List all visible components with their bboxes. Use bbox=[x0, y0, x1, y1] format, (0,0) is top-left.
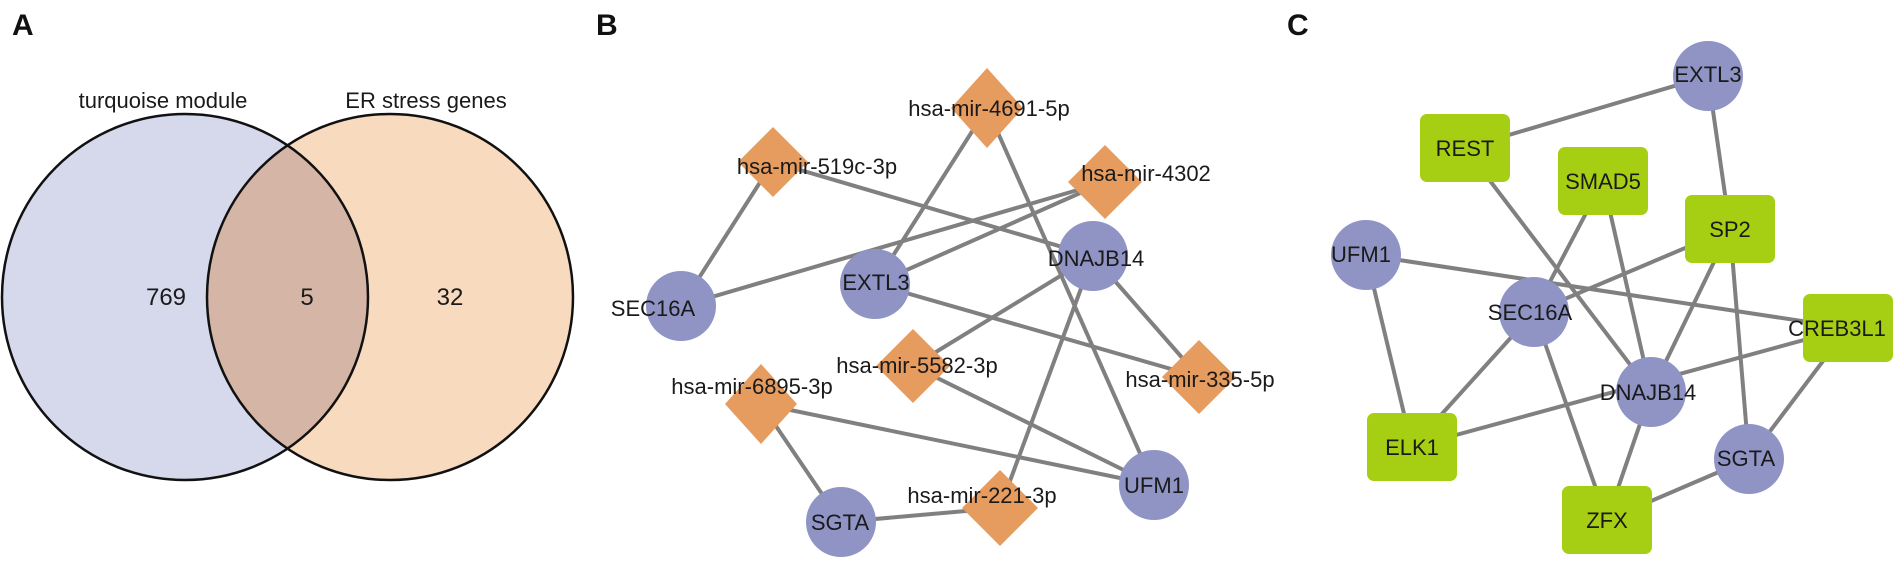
label-dnajb14: DNAJB14 bbox=[1048, 246, 1145, 271]
gene-node-c-sgta bbox=[1714, 424, 1784, 494]
mirna-node-6895-3p bbox=[725, 364, 797, 444]
mirna-node-221-3p bbox=[962, 470, 1038, 546]
edge-mir4302-sec16a bbox=[680, 180, 1106, 308]
label-extl3: EXTL3 bbox=[842, 270, 909, 295]
panel-label-c: C bbox=[1287, 9, 1309, 42]
panel-label-a: A bbox=[12, 9, 34, 42]
mirna-node-519c-3p bbox=[738, 127, 808, 197]
label-c-dnajb14: DNAJB14 bbox=[1600, 380, 1697, 405]
gene-node-c-extl3 bbox=[1673, 41, 1743, 111]
venn-left-set-label: turquoise module bbox=[79, 88, 248, 113]
venn-right-outline bbox=[205, 112, 575, 482]
tf-node-smad5 bbox=[1558, 147, 1648, 215]
panel-label-b: B bbox=[596, 9, 618, 42]
label-mir519c: hsa-mir-519c-3p bbox=[737, 154, 897, 179]
label-mir5582: hsa-mir-5582-3p bbox=[836, 353, 997, 378]
edge-mir4691-ufm1 bbox=[985, 107, 1156, 486]
tf-node-elk1 bbox=[1367, 413, 1457, 481]
network-b-mirna-nodes bbox=[725, 68, 1236, 546]
tf-node-sp2 bbox=[1685, 195, 1775, 263]
mirna-node-4691-5p bbox=[951, 68, 1023, 148]
gene-node-sgta bbox=[806, 487, 876, 557]
edge-sec16a-zfx bbox=[1532, 311, 1609, 521]
label-sgta: SGTA bbox=[811, 510, 870, 535]
edge-sp2-sgta bbox=[1728, 228, 1751, 460]
edge-mir519c-dnajb14 bbox=[772, 160, 1094, 258]
venn-right-set-label: ER stress genes bbox=[345, 88, 506, 113]
gene-node-ufm1 bbox=[1119, 450, 1189, 520]
label-c-zfx: ZFX bbox=[1586, 508, 1628, 533]
label-mir4302: hsa-mir-4302 bbox=[1081, 161, 1211, 186]
label-mir335: hsa-mir-335-5p bbox=[1125, 367, 1274, 392]
network-b-labels: hsa-mir-4691-5p hsa-mir-519c-3p hsa-mir-… bbox=[611, 96, 1275, 535]
edge-ufm1-creb3l1 bbox=[1365, 253, 1849, 330]
network-c-labels: REST SMAD5 SP2 CREB3L1 ELK1 ZFX EXTL3 UF… bbox=[1331, 62, 1886, 533]
label-c-creb3l1: CREB3L1 bbox=[1788, 316, 1886, 341]
label-c-sp2: SP2 bbox=[1709, 217, 1751, 242]
label-mir6895: hsa-mir-6895-3p bbox=[671, 374, 832, 399]
venn-right-only-count: 32 bbox=[437, 284, 464, 311]
label-ufm1: UFM1 bbox=[1124, 473, 1184, 498]
edge-mir6895-ufm1 bbox=[760, 402, 1155, 487]
tf-network: C bbox=[1287, 9, 1893, 554]
mirna-node-5582-3p bbox=[876, 329, 950, 403]
mirna-node-4302 bbox=[1068, 145, 1142, 219]
edge-dnajb14-mir5582 bbox=[911, 254, 1095, 368]
label-c-sec16a: SEC16A bbox=[1488, 300, 1573, 325]
label-mir221: hsa-mir-221-3p bbox=[907, 483, 1056, 508]
gene-node-c-ufm1 bbox=[1331, 220, 1401, 290]
mirna-network: B bbox=[596, 9, 1275, 557]
label-c-smad5: SMAD5 bbox=[1565, 169, 1641, 194]
edge-smad5-dnajb14 bbox=[1601, 180, 1653, 393]
venn-overlap-count: 5 bbox=[300, 284, 313, 311]
label-c-sgta: SGTA bbox=[1717, 446, 1776, 471]
edge-dnajb14-mir221 bbox=[998, 255, 1095, 509]
gene-node-c-sec16a bbox=[1499, 277, 1569, 347]
gene-node-sec16a bbox=[646, 271, 716, 341]
gene-node-c-dnajb14 bbox=[1616, 357, 1686, 427]
venn-left-outline bbox=[0, 112, 370, 482]
label-c-rest: REST bbox=[1436, 136, 1495, 161]
label-c-elk1: ELK1 bbox=[1385, 435, 1439, 460]
network-c-tf-nodes bbox=[1367, 114, 1893, 554]
label-c-extl3: EXTL3 bbox=[1674, 62, 1741, 87]
gene-node-extl3 bbox=[840, 249, 910, 319]
label-sec16a: SEC16A bbox=[611, 296, 696, 321]
edge-mir5582-ufm1 bbox=[912, 364, 1155, 487]
panel-a-venn: A turquoise module ER stress genes 769 5… bbox=[0, 0, 600, 562]
edge-extl3-mir335 bbox=[874, 282, 1200, 379]
tf-node-rest bbox=[1420, 114, 1510, 182]
venn-left-only-count: 769 bbox=[146, 284, 186, 311]
venn-overlap bbox=[207, 114, 368, 480]
gene-node-dnajb14 bbox=[1058, 221, 1128, 291]
panel-b-mirna-network: B bbox=[590, 0, 1310, 562]
label-mir4691: hsa-mir-4691-5p bbox=[908, 96, 1069, 121]
edge-mir4302-extl3 bbox=[874, 180, 1106, 286]
mirna-node-335-5p bbox=[1162, 340, 1236, 414]
panel-c-tf-network: C bbox=[1280, 0, 1904, 562]
network-c-gene-nodes bbox=[1331, 41, 1784, 494]
tf-node-zfx bbox=[1562, 486, 1652, 554]
label-c-ufm1: UFM1 bbox=[1331, 242, 1391, 267]
venn-diagram: A turquoise module ER stress genes 769 5… bbox=[0, 9, 575, 482]
tf-node-creb3l1 bbox=[1803, 294, 1893, 362]
network-b-gene-nodes bbox=[646, 221, 1189, 557]
